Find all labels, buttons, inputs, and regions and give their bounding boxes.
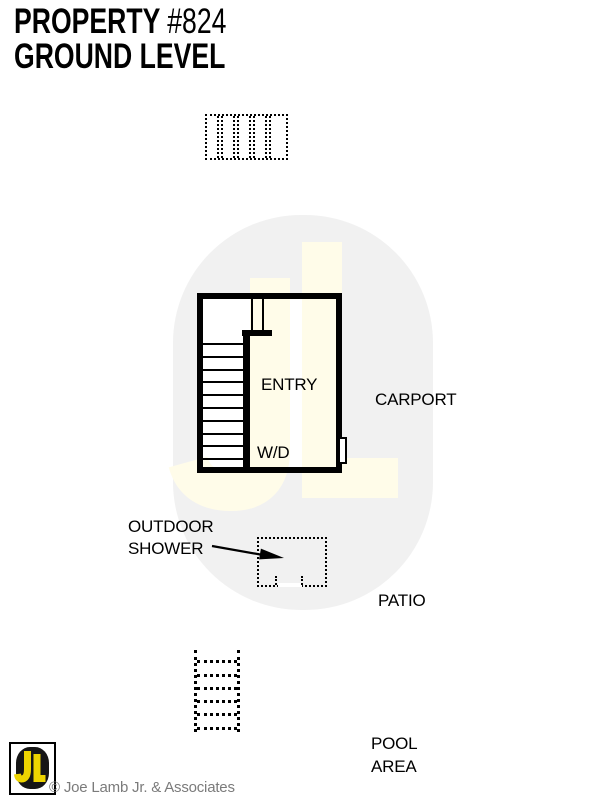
stair-tread — [203, 394, 243, 396]
outdoor-shower-label-line1: OUTDOOR — [128, 517, 214, 536]
step-rung — [197, 727, 237, 730]
logo-pill — [16, 747, 49, 789]
floorplan-outline: ENTRY W/D — [197, 293, 342, 473]
page-title: PROPERTY #824 GROUND LEVEL — [14, 4, 294, 74]
arrow-icon — [211, 544, 284, 560]
stair-tread — [203, 420, 243, 422]
shower-opening-jamb — [275, 576, 277, 585]
shower-box-opening — [278, 583, 302, 587]
entry-side-door — [338, 437, 347, 464]
stair-divider — [249, 116, 255, 158]
outdoor-shower-label: OUTDOOR SHOWER — [128, 516, 214, 560]
stair-divider — [217, 116, 223, 158]
step-rung — [197, 713, 237, 716]
outdoor-shower-box — [257, 537, 327, 587]
carport-label: CARPORT — [375, 390, 457, 409]
patio-label: PATIO — [378, 591, 426, 610]
exterior-steps-bottom — [194, 650, 240, 732]
property-label: PROPERTY — [14, 2, 168, 41]
interior-wall — [243, 330, 250, 467]
property-number: #824 — [167, 2, 227, 41]
stair-tread — [203, 445, 243, 447]
step-rung — [197, 674, 237, 677]
stair-tread — [203, 407, 243, 409]
stair-step — [255, 116, 265, 158]
stair-tread — [203, 381, 243, 383]
stair-tread — [203, 369, 243, 371]
level-title-line: GROUND LEVEL — [14, 37, 226, 76]
stair-tread — [203, 458, 243, 460]
stair-step — [207, 116, 217, 158]
pool-area-label-line2: AREA — [371, 757, 417, 776]
copyright-text: © Joe Lamb Jr. & Associates — [49, 779, 235, 796]
outdoor-shower-label-line2: SHOWER — [128, 539, 204, 558]
pool-area-label-line1: POOL — [371, 734, 418, 753]
joe-lamb-logo — [9, 742, 56, 795]
stair-tread — [203, 433, 243, 435]
stair-divider — [233, 116, 239, 158]
stair-step — [271, 116, 286, 158]
property-title-line: PROPERTY #824 — [14, 4, 226, 39]
shower-opening-jamb — [301, 576, 303, 585]
step-rung — [197, 700, 237, 703]
logo-letter-j — [14, 751, 31, 783]
stair-tread — [203, 356, 243, 358]
entry-room-label: ENTRY — [261, 375, 318, 394]
washer-dryer-label: W/D — [257, 443, 290, 462]
stair-divider — [265, 116, 271, 158]
stair-step — [223, 116, 233, 158]
stair-step — [239, 116, 249, 158]
entry-door-jamb — [262, 299, 264, 331]
exterior-stairs-top — [205, 114, 288, 160]
logo-letter-l — [33, 754, 46, 782]
step-rung — [197, 660, 237, 663]
stair-tread — [203, 343, 243, 345]
pool-area-label: POOL AREA — [371, 732, 418, 778]
entry-door-jamb — [251, 299, 253, 331]
step-rung — [197, 687, 237, 690]
